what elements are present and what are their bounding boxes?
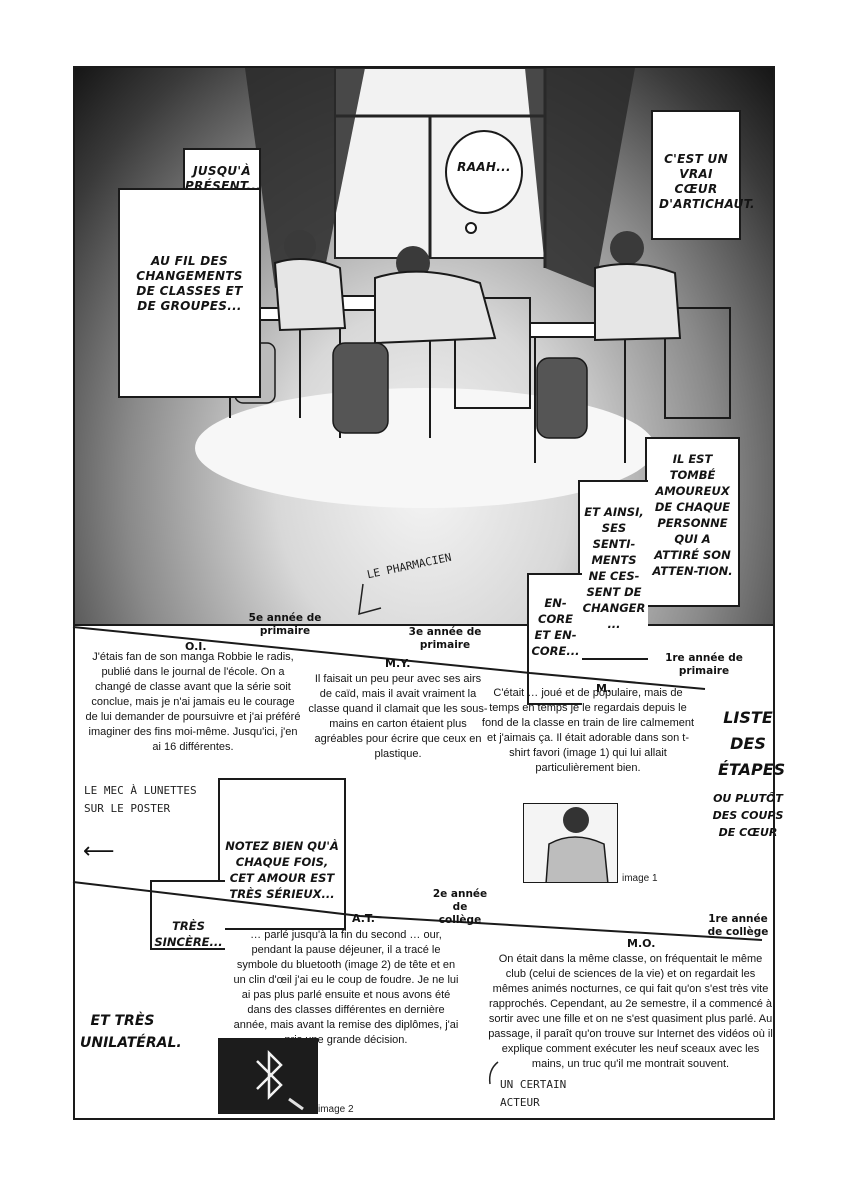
caption-unilateral: ET TRÈS UNILATÉRAL. <box>80 1013 182 1051</box>
story-at: … parlé jusqu'à la fin du second … our, … <box>233 929 459 1046</box>
image1-thumbnail <box>523 803 618 883</box>
story-m: C'était … joué et de populaire, mais de … <box>481 687 695 774</box>
caption-ainsi: ET AINSI, SES SENTI-MENTS NE CES-SENT DE… <box>578 480 648 660</box>
tshirt-boy-illustration <box>545 807 609 882</box>
title-liste-etapes: LISTE DES ÉTAPES <box>718 708 786 779</box>
caption-au-fil: AU FIL DES CHANGEMENTS DE CLASSES ET DE … <box>118 188 261 398</box>
initials-oi: O.I. <box>185 640 207 653</box>
pointer-line-pharmacien <box>358 583 382 616</box>
classroom-panel: RAAH... C'EST UN VRAI CŒUR D'ARTICHAUT. … <box>73 66 775 626</box>
classroom-illustration <box>195 68 731 508</box>
caption-encore: EN-CORE ET EN-CORE... <box>527 573 582 705</box>
bubble-tail-dot <box>465 222 477 234</box>
caption-notez: NOTEZ BIEN QU'À CHAQUE FOIS, CET AMOUR E… <box>218 778 346 930</box>
grade-3e-primaire: 3e année de primaire <box>408 626 482 651</box>
title-coups-de-coeur: OU PLUTÔT DES COUPS DE CŒUR <box>712 792 784 839</box>
note-acteur: UN CERTAIN ACTEUR <box>500 1078 567 1109</box>
grade-1re-primaire: 1re année de primaire <box>665 652 743 677</box>
timeline-upper-line <box>72 626 706 690</box>
speech-bubble-raah: RAAH... <box>445 130 523 214</box>
initials-mo: M.O. <box>627 937 656 950</box>
story-my: Il faisait un peu peur avec ses airs de … <box>308 673 488 760</box>
caption-artichaut: C'EST UN VRAI CŒUR D'ARTICHAUT. <box>651 110 755 240</box>
grade-2e-college: 2e année de collège <box>432 888 488 926</box>
timeline-lower-line <box>72 881 763 941</box>
grade-5e-primaire: 5e année de primaire <box>248 612 322 637</box>
note-lunettes: LE MEC À LUNETTES SUR LE POSTER <box>84 784 197 815</box>
story-mo: On était dans la même classe, on fréquen… <box>488 953 773 1070</box>
arrow-left-icon: ⟵ <box>83 839 115 864</box>
image2-caption: image 2 <box>318 1104 354 1115</box>
initials-m: M. <box>596 682 612 695</box>
pointer-line-acteur <box>488 1061 499 1085</box>
initials-at: A.T. <box>352 912 375 925</box>
grade-1re-college: 1re année de collège <box>707 913 769 938</box>
bluetooth-icon <box>256 1049 304 1111</box>
story-oi: J'étais fan de son manga Robbie le radis… <box>85 651 301 753</box>
caption-tombe: IL EST TOMBÉ AMOUREUX DE CHAQUE PERSONNE… <box>645 437 740 607</box>
initials-my: M.Y. <box>385 657 411 670</box>
image1-caption: image 1 <box>622 873 658 884</box>
image2-thumbnail <box>218 1038 318 1114</box>
